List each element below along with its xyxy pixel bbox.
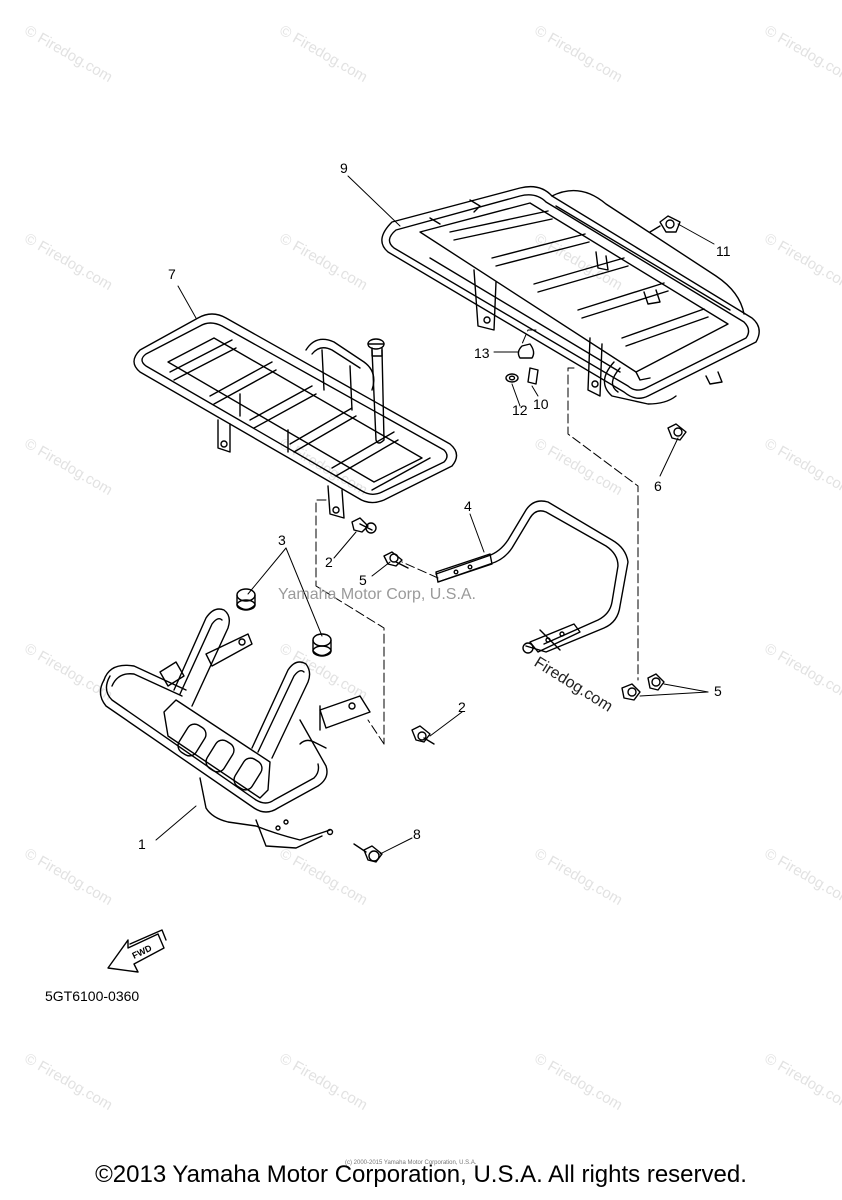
front-carrier [133, 313, 458, 519]
callout-6: 6 [654, 478, 662, 494]
fwd-arrow: FWD [107, 929, 167, 973]
callout-3: 3 [278, 532, 286, 548]
tiny-copyright: (c) 2000-2015 Yamaha Motor Corporation, … [345, 1160, 477, 1166]
callout-12: 12 [512, 402, 528, 418]
callout-8: 8 [413, 826, 421, 842]
callout-5-left: 5 [359, 572, 367, 588]
callout-2-lower: 2 [458, 699, 466, 715]
rubber-caps [236, 588, 332, 657]
guard-bar [435, 500, 629, 654]
front-bumper [99, 608, 371, 849]
diagram-code: 5GT6100-0360 [45, 988, 140, 1004]
callout-5-right: 5 [714, 683, 722, 699]
rear-carrier [381, 185, 760, 405]
assembly-lines [315, 329, 639, 745]
callout-4: 4 [464, 498, 472, 514]
callout-1: 1 [138, 836, 146, 852]
callout-13: 13 [474, 345, 490, 361]
bolts [351, 215, 687, 863]
leader-lines [155, 175, 715, 855]
callout-10: 10 [533, 396, 549, 412]
callout-7: 7 [168, 266, 176, 282]
callout-2-upper: 2 [325, 554, 333, 570]
callout-9: 9 [340, 160, 348, 176]
callout-11: 11 [716, 243, 731, 259]
footer-copyright: ©2013 Yamaha Motor Corporation, U.S.A. A… [95, 1161, 747, 1188]
center-watermark: Yamaha Motor Corp, U.S.A. [278, 586, 476, 603]
